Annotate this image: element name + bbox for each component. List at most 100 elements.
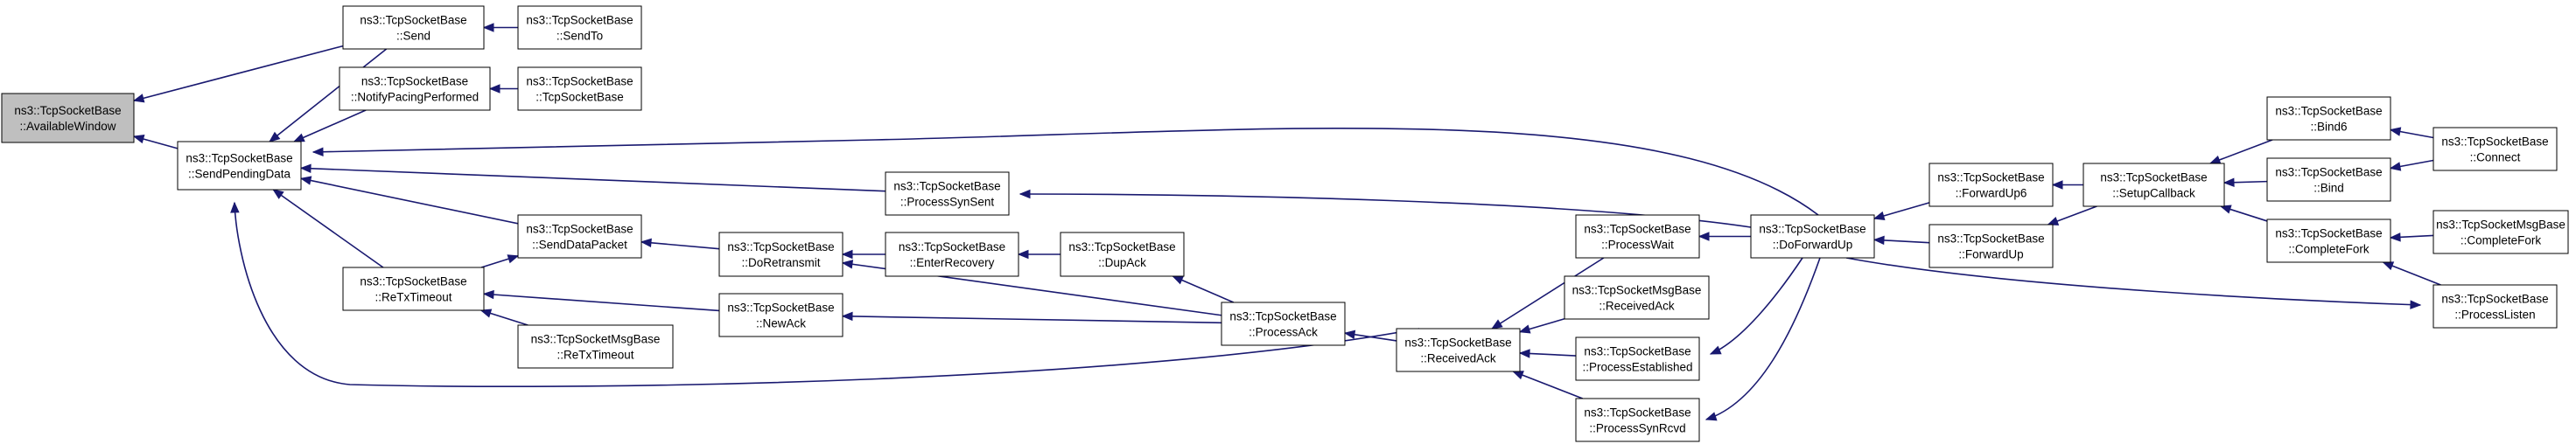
function-node-sendpendingdata[interactable]: ns3::TcpSocketBase::SendPendingData bbox=[177, 141, 302, 191]
function-node-processack[interactable]: ns3::TcpSocketBase::ProcessAck bbox=[1221, 302, 1346, 346]
edge-line bbox=[272, 189, 384, 268]
edge-n22-to-n20 bbox=[1872, 235, 1930, 246]
node-class-label: ns3::TcpSocketBase bbox=[2275, 166, 2382, 179]
edge-n10-to-n7-arrowhead bbox=[640, 238, 652, 248]
function-node-setupcallback[interactable]: ns3::TcpSocketBase::SetupCallback bbox=[2082, 163, 2225, 207]
node-class-label: ns3::TcpSocketBase bbox=[1759, 223, 1866, 236]
node-box bbox=[2266, 157, 2391, 202]
edge-n14-to-n13-arrowhead bbox=[1172, 275, 1184, 285]
edge-n23-to-n21 bbox=[2051, 180, 2083, 190]
node-class-label: ns3::TcpSocketBase bbox=[1068, 240, 1175, 253]
function-node-processsynrcvd[interactable]: ns3::TcpSocketBase::ProcessSynRcvd bbox=[1575, 398, 1700, 442]
function-node-retxtimeout[interactable]: ns3::TcpSocketBase::ReTxTimeout bbox=[342, 267, 485, 311]
node-method-label: ::NotifyPacingPerformed bbox=[351, 91, 479, 104]
node-class-label: ns3::TcpSocketBase bbox=[1584, 223, 1690, 236]
edge-n12-to-n10-arrowhead bbox=[841, 249, 853, 260]
node-class-label: ns3::TcpSocketBase bbox=[2275, 105, 2382, 118]
node-class-label: ns3::TcpSocketBase bbox=[186, 152, 292, 165]
edge-n20-to-n16-arrowhead bbox=[1698, 232, 1710, 241]
node-method-label: ::ReceivedAck bbox=[1599, 300, 1675, 313]
function-node-send[interactable]: ns3::TcpSocketBase::Send bbox=[342, 5, 485, 50]
function-node-processsynsent[interactable]: ns3::TcpSocketBase::ProcessSynSent bbox=[885, 171, 1010, 216]
edge-line bbox=[2383, 261, 2441, 286]
function-node-senddatapacket[interactable]: ns3::TcpSocketBase::SendDataPacket bbox=[517, 214, 642, 259]
function-node-completefork[interactable]: ns3::TcpSocketMsgBase::CompleteFork bbox=[2432, 210, 2569, 254]
function-node-doretransmit[interactable]: ns3::TcpSocketBase::DoRetransmit bbox=[718, 232, 844, 277]
node-method-label: ::NewAck bbox=[756, 317, 806, 330]
node-method-label: ::DoForwardUp bbox=[1773, 239, 1853, 252]
edge-line bbox=[1491, 257, 1605, 330]
edge-line bbox=[234, 202, 1420, 388]
node-method-label: ::ProcessAck bbox=[1249, 326, 1318, 339]
node-method-label: ::ReceivedAck bbox=[1420, 352, 1496, 365]
edge-line bbox=[133, 45, 344, 101]
edge-n28-to-n26-arrowhead bbox=[2389, 232, 2401, 242]
edge-n21-to-n20-arrowhead bbox=[1872, 211, 1886, 220]
function-node-notifypacingperformed[interactable]: ns3::TcpSocketBase::NotifyPacingPerforme… bbox=[339, 66, 491, 111]
edge-n1-to-n2 bbox=[269, 48, 388, 142]
node-method-label: ::ProcessEstablished bbox=[1582, 361, 1692, 374]
function-node-enterrecovery[interactable]: ns3::TcpSocketBase::EnterRecovery bbox=[885, 232, 1019, 277]
node-box bbox=[517, 66, 642, 111]
node-class-label: ns3::TcpSocketBase bbox=[893, 180, 1000, 193]
function-node-retxtimeout[interactable]: ns3::TcpSocketMsgBase::ReTxTimeout bbox=[517, 324, 674, 369]
node-method-label: ::Send bbox=[396, 30, 430, 43]
edge-n20-to-n29-arrowhead bbox=[2410, 300, 2422, 309]
edge-line bbox=[483, 293, 720, 312]
edge-n24-to-n23-arrowhead bbox=[2208, 156, 2222, 164]
edge-n11-to-n8-arrowhead bbox=[482, 289, 494, 300]
function-node-doforwardup[interactable]: ns3::TcpSocketBase::DoForwardUp bbox=[1750, 214, 1875, 259]
edge-n3-to-n1-arrowhead bbox=[482, 23, 494, 32]
function-node-tcpsocketbase[interactable]: ns3::TcpSocketBase::TcpSocketBase bbox=[517, 66, 642, 111]
edge-n15-to-n14-arrowhead bbox=[1343, 330, 1356, 339]
node-method-label: ::ForwardUp bbox=[1958, 248, 2023, 261]
node-box bbox=[2432, 210, 2569, 254]
node-class-label: ns3::TcpSocketMsgBase bbox=[531, 333, 661, 346]
function-node-dupack[interactable]: ns3::TcpSocketBase::DupAck bbox=[1060, 232, 1185, 277]
function-node-processlisten[interactable]: ns3::TcpSocketBase::ProcessListen bbox=[2432, 284, 2558, 329]
node-class-label: ns3::TcpSocketBase bbox=[526, 223, 633, 236]
edge-line bbox=[842, 315, 1222, 324]
edge-n20-to-n19-arrowhead bbox=[1704, 412, 1718, 421]
edge-line bbox=[1710, 257, 1803, 355]
edge-n6-to-n2 bbox=[299, 163, 886, 192]
node-class-label: ns3::TcpSocketBase bbox=[14, 104, 121, 117]
edge-n24-to-n23 bbox=[2208, 139, 2273, 164]
function-node-forwardup6[interactable]: ns3::TcpSocketBase::ForwardUp6 bbox=[1928, 163, 2054, 207]
function-node-availablewindow[interactable]: ns3::TcpSocketBase::AvailableWindow bbox=[1, 93, 135, 143]
node-method-label: ::CompleteFork bbox=[2460, 234, 2542, 247]
function-node-receivedack[interactable]: ns3::TcpSocketMsgBase::ReceivedAck bbox=[1564, 275, 1710, 320]
function-node-sendto[interactable]: ns3::TcpSocketBase::SendTo bbox=[517, 5, 642, 50]
node-method-label: ::Bind bbox=[2314, 182, 2344, 195]
function-node-forwardup[interactable]: ns3::TcpSocketBase::ForwardUp bbox=[1928, 224, 2054, 268]
function-node-bind[interactable]: ns3::TcpSocketBase::Bind bbox=[2266, 157, 2391, 202]
function-node-completefork[interactable]: ns3::TcpSocketBase::CompleteFork bbox=[2266, 219, 2391, 263]
function-node-bind6[interactable]: ns3::TcpSocketBase::Bind6 bbox=[2266, 96, 2391, 141]
edge-n20-to-n6-arrowhead bbox=[1018, 189, 1031, 199]
edge-line bbox=[1512, 371, 1584, 399]
function-node-receivedack[interactable]: ns3::TcpSocketBase::ReceivedAck bbox=[1396, 328, 1521, 372]
edge-n27-to-n24-arrowhead bbox=[2389, 127, 2402, 136]
function-node-newack[interactable]: ns3::TcpSocketBase::NewAck bbox=[718, 293, 844, 337]
edge-n28-to-n26 bbox=[2389, 232, 2434, 242]
edge-n14-to-n11-arrowhead bbox=[841, 311, 853, 322]
node-box bbox=[1928, 224, 2054, 268]
edge-n9-to-n8-arrowhead bbox=[480, 309, 493, 318]
edge-n12-to-n10 bbox=[841, 249, 886, 260]
edge-n10-to-n7 bbox=[640, 238, 720, 250]
edge-n23-to-n21-arrowhead bbox=[2051, 180, 2063, 190]
node-box bbox=[2266, 219, 2391, 263]
function-node-connect[interactable]: ns3::TcpSocketBase::Connect bbox=[2432, 127, 2558, 171]
edge-n27-to-n25 bbox=[2389, 159, 2434, 171]
node-box bbox=[517, 214, 642, 259]
node-box bbox=[1396, 328, 1521, 372]
node-method-label: ::ProcessWait bbox=[1601, 239, 1674, 252]
node-box bbox=[517, 5, 642, 50]
function-node-processestablished[interactable]: ns3::TcpSocketBase::ProcessEstablished bbox=[1575, 336, 1700, 381]
node-method-label: ::SendPendingData bbox=[188, 168, 291, 181]
edge-line bbox=[2209, 139, 2273, 164]
edge-n7-to-n2 bbox=[299, 176, 519, 225]
function-node-processwait[interactable]: ns3::TcpSocketBase::ProcessWait bbox=[1575, 214, 1700, 259]
node-box bbox=[1575, 336, 1700, 381]
node-box bbox=[2266, 96, 2391, 141]
